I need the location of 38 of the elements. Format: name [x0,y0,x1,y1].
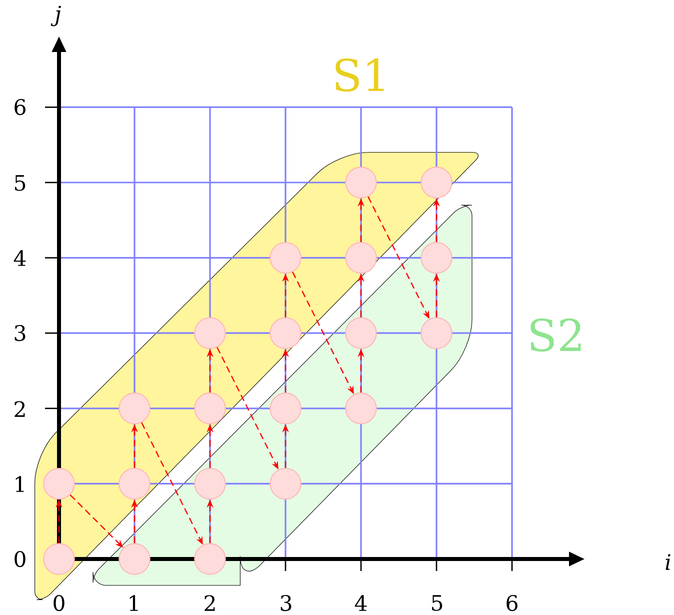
tick-label: 0 [14,550,26,568]
point-circle [270,392,302,424]
tick-label: 2 [14,401,25,417]
point-circle [43,468,75,500]
tick-label: 5 [15,175,26,191]
point-circle [270,242,302,274]
tick-label: 3 [14,324,26,342]
tick-label: 0 [54,594,64,612]
point-circle [345,392,377,424]
axis-label: j [50,6,61,26]
node-label: S2 [530,318,581,352]
point-circle [118,392,150,424]
point-circle [118,468,150,500]
point-circle [194,317,226,349]
tick-label: 2 [204,595,215,611]
point-circle [270,468,302,500]
tick-label: 4 [14,250,26,266]
tick-label: 5 [432,595,442,611]
point-circle [270,317,302,349]
node-label: S1 [336,58,384,92]
point-circle [118,543,150,575]
point-circle [420,166,452,198]
tick-label: 4 [354,595,367,611]
tick-label: 3 [280,594,292,612]
point-circle [420,242,452,274]
point-circle [194,468,226,500]
point-circle [194,392,226,424]
point-circle [43,543,75,575]
point-circle [345,242,377,274]
point-circle [345,166,377,198]
tick-label: 1 [130,595,138,611]
point-circle [420,317,452,349]
point-circle [194,543,226,575]
tick-label: 6 [506,594,518,612]
axis-label: i [666,554,670,570]
tick-label: 1 [16,476,24,492]
point-circle [345,317,377,349]
tick-label: 6 [14,98,26,116]
